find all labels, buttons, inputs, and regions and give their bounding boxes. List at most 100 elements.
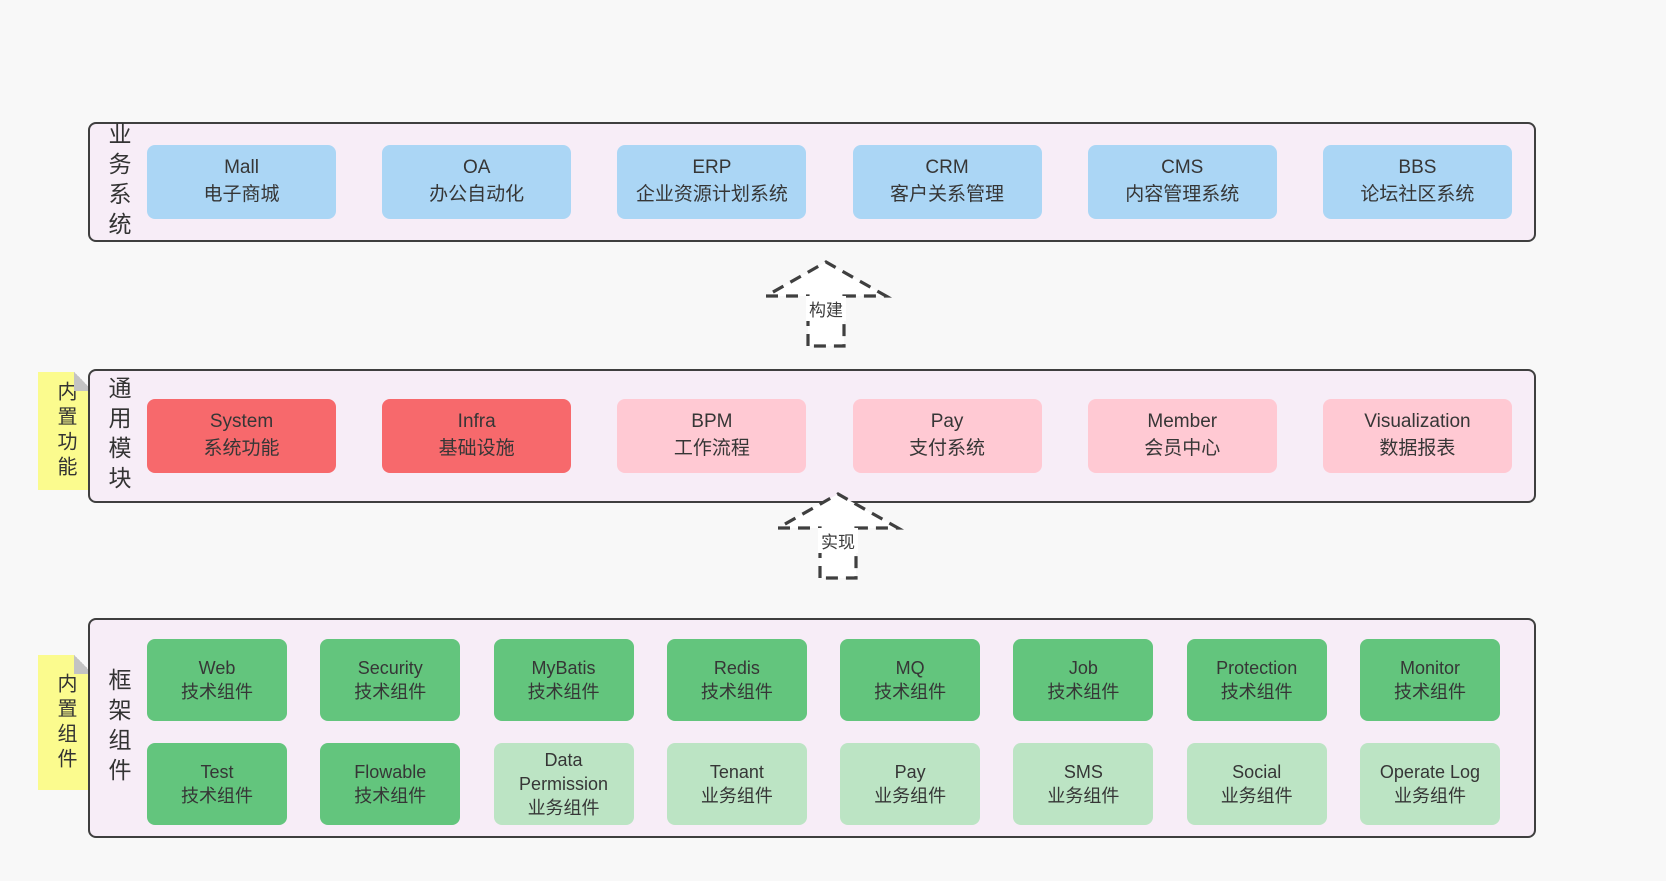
box-subtitle: 办公自动化: [429, 184, 525, 205]
business-box-crm: CRM 客户关系管理: [852, 145, 1042, 219]
common-modules-layer: 通用模块 System 系统功能 Infra 基础设施 BPM 工作流程 Pay…: [88, 369, 1536, 503]
box-subtitle: 支付系统: [909, 438, 986, 459]
business-box-mall: Mall 电子商城: [147, 145, 336, 219]
component-box-sms: SMS 业务组件: [1013, 743, 1154, 825]
framework-row-2: Test 技术组件 Flowable 技术组件 Data Permission …: [147, 743, 1500, 825]
modules-layer-label: 通用模块: [105, 376, 131, 496]
builtin-components-sticky: 内置组件: [38, 655, 93, 790]
box-title: Job: [1068, 657, 1098, 678]
box-subtitle: 业务组件: [527, 798, 600, 819]
box-title: CMS: [1161, 157, 1204, 179]
box-subtitle: 技术组件: [1220, 682, 1293, 702]
implement-arrow-label: 实现: [818, 528, 858, 553]
box-title: OA: [462, 157, 491, 179]
business-box-row: Mall 电子商城 OA 办公自动化 ERP 企业资源计划系统 CRM 客户关系…: [147, 124, 1512, 240]
builtin-features-label: 内置功能: [54, 381, 76, 481]
box-title: Pay: [930, 411, 964, 433]
box-title: MQ: [895, 657, 925, 678]
box-subtitle: 技术组件: [181, 682, 253, 702]
box-title: Infra: [457, 411, 496, 433]
box-title: Protection: [1216, 657, 1298, 678]
business-systems-layer: 业务系统 Mall 电子商城 OA 办公自动化 ERP 企业资源计划系统 CRM…: [88, 122, 1536, 242]
box-subtitle: 会员中心: [1144, 438, 1221, 459]
box-subtitle: 企业资源计划系统: [635, 184, 788, 205]
box-subtitle: 技术组件: [354, 682, 427, 702]
box-subtitle: 技术组件: [874, 682, 947, 702]
box-subtitle: 技术组件: [700, 682, 773, 702]
box-subtitle: 业务组件: [1220, 786, 1293, 806]
box-subtitle: 技术组件: [1047, 682, 1120, 702]
box-subtitle: 工作流程: [673, 438, 750, 459]
box-title: ERP: [692, 157, 732, 179]
box-title: SMS: [1063, 761, 1103, 782]
framework-layer-label: 框架组件: [105, 668, 131, 788]
module-box-system: System 系统功能: [147, 399, 336, 473]
component-box-data-permission: Data Permission 业务组件: [493, 743, 634, 825]
component-box-security: Security 技术组件: [320, 639, 461, 721]
box-subtitle: 基础设施: [438, 438, 515, 459]
module-box-visualization: Visualization 数据报表: [1322, 399, 1512, 473]
component-box-monitor: Monitor 技术组件: [1359, 639, 1500, 721]
box-subtitle: 系统功能: [203, 438, 280, 459]
box-subtitle: 技术组件: [354, 786, 427, 806]
business-layer-label: 业务系统: [105, 122, 131, 242]
box-subtitle: 内容管理系统: [1125, 184, 1240, 205]
box-subtitle: 业务组件: [1047, 786, 1120, 806]
box-title: Mall: [224, 157, 259, 179]
build-arrow: 构建: [756, 256, 896, 348]
box-title: Visualization: [1364, 411, 1471, 433]
module-box-infra: Infra 基础设施: [382, 399, 572, 473]
builtin-components-label: 内置组件: [54, 672, 76, 773]
box-title: Pay: [894, 761, 926, 782]
box-title: Web: [198, 657, 236, 678]
component-box-operate-log: Operate Log 业务组件: [1359, 743, 1500, 825]
box-title: Tenant: [709, 761, 764, 782]
component-box-flowable: Flowable 技术组件: [320, 743, 461, 825]
component-box-mybatis: MyBatis 技术组件: [493, 639, 634, 721]
box-title: Flowable: [354, 761, 427, 782]
business-box-erp: ERP 企业资源计划系统: [617, 145, 807, 219]
component-box-redis: Redis 技术组件: [666, 639, 807, 721]
component-box-mq: MQ 技术组件: [840, 639, 981, 721]
box-subtitle: 客户关系管理: [890, 184, 1005, 205]
box-title: Security: [357, 657, 423, 678]
module-box-bpm: BPM 工作流程: [617, 399, 807, 473]
business-box-oa: OA 办公自动化: [382, 145, 572, 219]
module-box-member: Member 会员中心: [1087, 399, 1277, 473]
framework-components-layer: 框架组件 Web 技术组件 Security 技术组件 MyBatis 技术组件…: [88, 618, 1536, 838]
box-subtitle: 技术组件: [181, 786, 253, 806]
framework-row-1: Web 技术组件 Security 技术组件 MyBatis 技术组件 Redi…: [147, 639, 1500, 721]
box-subtitle: 电子商城: [203, 184, 280, 205]
box-subtitle: 技术组件: [527, 682, 600, 702]
component-box-web: Web 技术组件: [147, 639, 287, 721]
builtin-features-sticky: 内置功能: [38, 372, 93, 490]
box-title: BBS: [1398, 157, 1437, 179]
box-title: Redis: [713, 657, 760, 678]
business-box-bbs: BBS 论坛社区系统: [1322, 145, 1512, 219]
component-box-test: Test 技术组件: [147, 743, 287, 825]
component-box-social: Social 业务组件: [1186, 743, 1327, 825]
box-title: MyBatis: [531, 657, 596, 678]
component-box-tenant: Tenant 业务组件: [666, 743, 807, 825]
box-title: Monitor: [1399, 657, 1460, 678]
box-title: Member: [1147, 411, 1218, 433]
box-title: Test: [200, 761, 234, 782]
box-subtitle: 技术组件: [1393, 682, 1466, 702]
box-subtitle: 数据报表: [1379, 438, 1456, 459]
box-title: BPM: [691, 411, 733, 433]
box-title: Data Permission: [519, 749, 609, 794]
implement-arrow: 实现: [768, 488, 908, 580]
box-subtitle: 业务组件: [874, 786, 947, 806]
box-subtitle: 论坛社区系统: [1360, 184, 1475, 205]
box-title: Operate Log: [1379, 761, 1480, 782]
component-box-job: Job 技术组件: [1013, 639, 1154, 721]
business-box-cms: CMS 内容管理系统: [1087, 145, 1277, 219]
box-title: System: [209, 411, 274, 433]
box-title: CRM: [925, 157, 969, 179]
component-box-pay: Pay 业务组件: [840, 743, 981, 825]
box-subtitle: 业务组件: [1393, 786, 1466, 806]
modules-box-row: System 系统功能 Infra 基础设施 BPM 工作流程 Pay 支付系统…: [147, 371, 1512, 501]
module-box-pay: Pay 支付系统: [852, 399, 1042, 473]
box-title: Social: [1232, 761, 1282, 782]
